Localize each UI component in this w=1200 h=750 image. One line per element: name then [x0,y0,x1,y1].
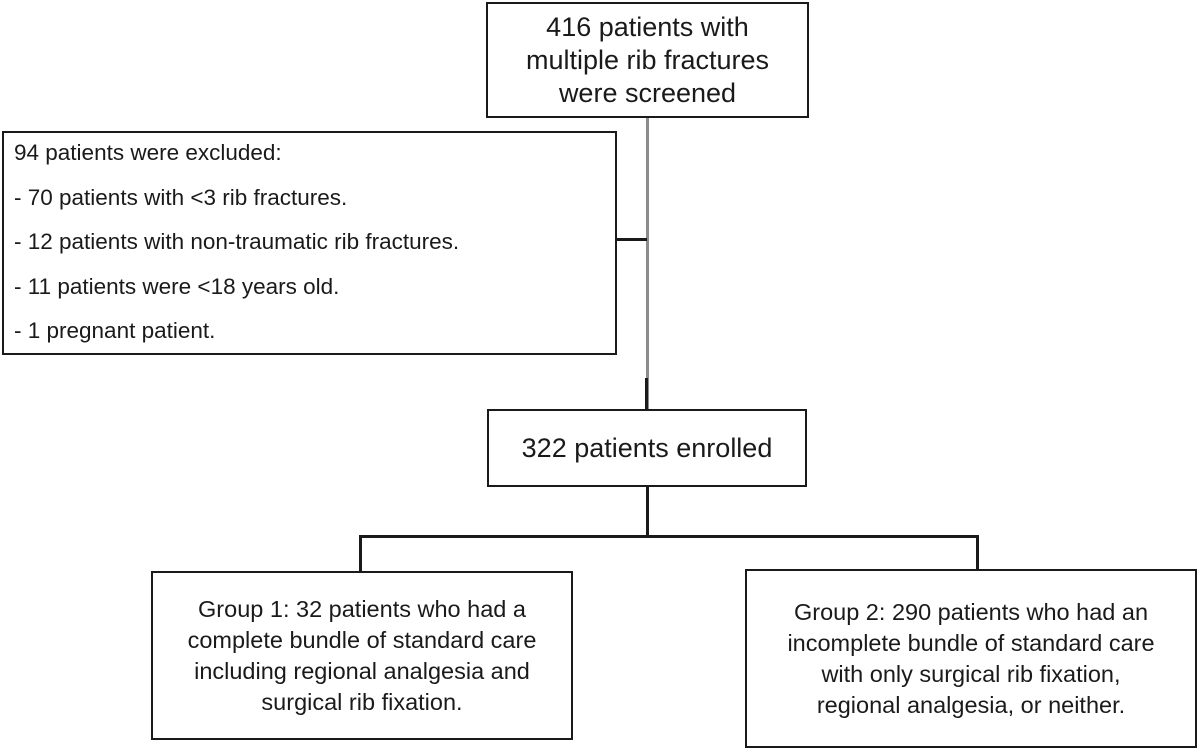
exclusion-item: - 1 pregnant patient. [14,318,216,343]
group2-line: incomplete bundle of standard care [787,629,1155,656]
group2-box: Group 2: 290 patients who had an incompl… [745,569,1197,748]
enrolled-text: 322 patients enrolled [521,432,773,463]
group1-line: complete bundle of standard care [187,626,537,653]
enrolled-box: 322 patients enrolled [487,409,807,487]
exclusion-box: 94 patients were excluded: - 70 patients… [2,131,617,355]
group2-line: with only surgical rib fixation, [821,660,1121,687]
connector-to-group2 [976,535,979,573]
connector-to-exclusion [616,238,647,241]
connector-screened-to-enrolled [646,118,649,410]
screened-box: 416 patients with multiple rib fractures… [486,2,809,118]
exclusion-item: - 11 patients were <18 years old. [14,273,340,299]
screened-line-3: were screened [558,77,737,108]
connector-short-dark [645,378,648,410]
exclusion-item: - 12 patients with non-traumatic rib fra… [14,229,460,254]
screened-line-1: 416 patients with [546,11,749,42]
connector-to-group1 [359,535,362,573]
exclusion-item: - 70 patients with <3 rib fractures. [14,184,348,210]
connector-enrolled-down [646,487,649,537]
group1-line: Group 1: 32 patients who had a [198,595,526,622]
connector-horizontal-split [359,535,979,538]
screened-line-2: multiple rib fractures [525,44,770,75]
group1-line: surgical rib fixation. [261,688,463,715]
exclusion-heading: 94 patients were excluded: [14,140,282,165]
group2-line: Group 2: 290 patients who had an [793,598,1149,625]
group2-line: regional analgesia, or neither. [816,691,1126,718]
group1-box: Group 1: 32 patients who had a complete … [151,571,573,740]
group1-line: including regional analgesia and [194,657,530,684]
